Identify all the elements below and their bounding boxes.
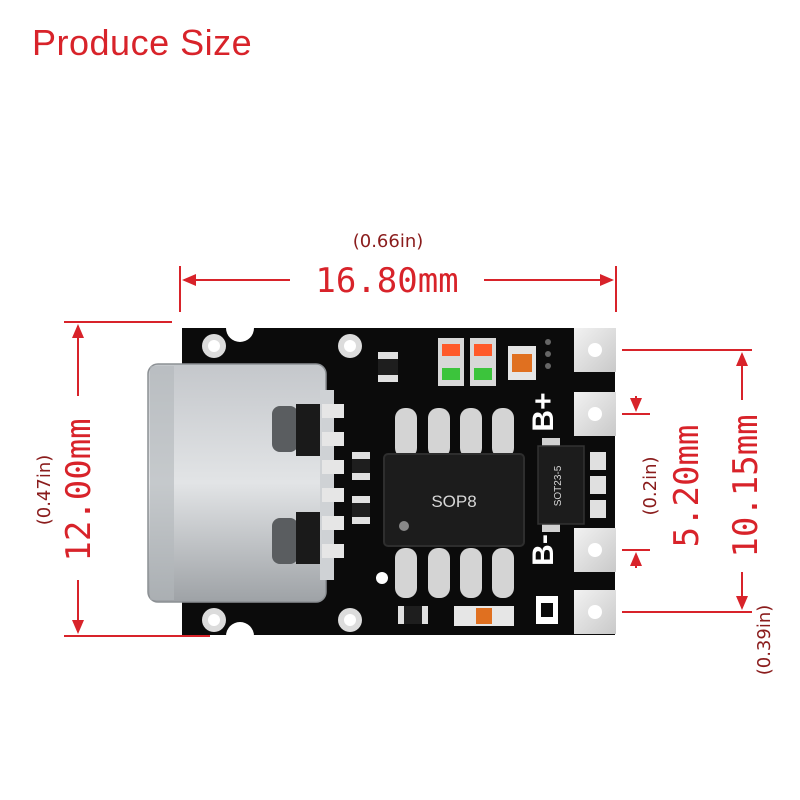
sot23-chip: SOT23-5 bbox=[537, 438, 606, 532]
height-mm-label: 12.00mm bbox=[59, 418, 99, 561]
usb-side-pins bbox=[322, 404, 344, 558]
b-minus-label: B- bbox=[527, 534, 560, 566]
width-mm-label: 16.80mm bbox=[315, 261, 458, 301]
sop8-label: SOP8 bbox=[431, 492, 476, 511]
sop8-chip: SOP8 bbox=[383, 408, 525, 598]
sot23-label: SOT23-5 bbox=[553, 465, 564, 506]
pad-span-in-label: (0.39in) bbox=[754, 605, 775, 676]
width-dimension: 16.80mm (0.66in) bbox=[179, 231, 617, 312]
pad-span-mm-label: 10.15mm bbox=[726, 414, 766, 557]
right-pads bbox=[574, 328, 616, 634]
width-in-label: (0.66in) bbox=[353, 231, 424, 252]
led-indicators bbox=[438, 338, 551, 386]
mounting-hole-center bbox=[208, 614, 220, 626]
pad-span-dimension: 10.15mm (0.39in) bbox=[622, 349, 775, 676]
pad-spacing-in-label: (0.2in) bbox=[640, 456, 661, 515]
b-plus-label: B+ bbox=[527, 392, 560, 431]
page-title: Produce Size bbox=[32, 22, 253, 63]
mounting-hole-center bbox=[208, 340, 220, 352]
pcb-board: SOP8 SOT23-5 bbox=[147, 314, 616, 650]
mounting-hole-center bbox=[344, 340, 356, 352]
bottom-components bbox=[376, 572, 558, 626]
mounting-hole-center bbox=[344, 614, 356, 626]
board-notch bbox=[226, 622, 254, 650]
usb-c-connector bbox=[147, 363, 334, 603]
height-dimension: 12.00mm (0.47in) bbox=[34, 321, 210, 637]
top-resistor bbox=[378, 352, 398, 382]
pad-spacing-dimension: 5.20mm (0.2in) bbox=[622, 396, 707, 568]
height-in-label: (0.47in) bbox=[34, 455, 55, 526]
resistor-group bbox=[352, 452, 370, 524]
pad-spacing-mm-label: 5.20mm bbox=[667, 425, 707, 548]
board-notch bbox=[226, 314, 254, 342]
